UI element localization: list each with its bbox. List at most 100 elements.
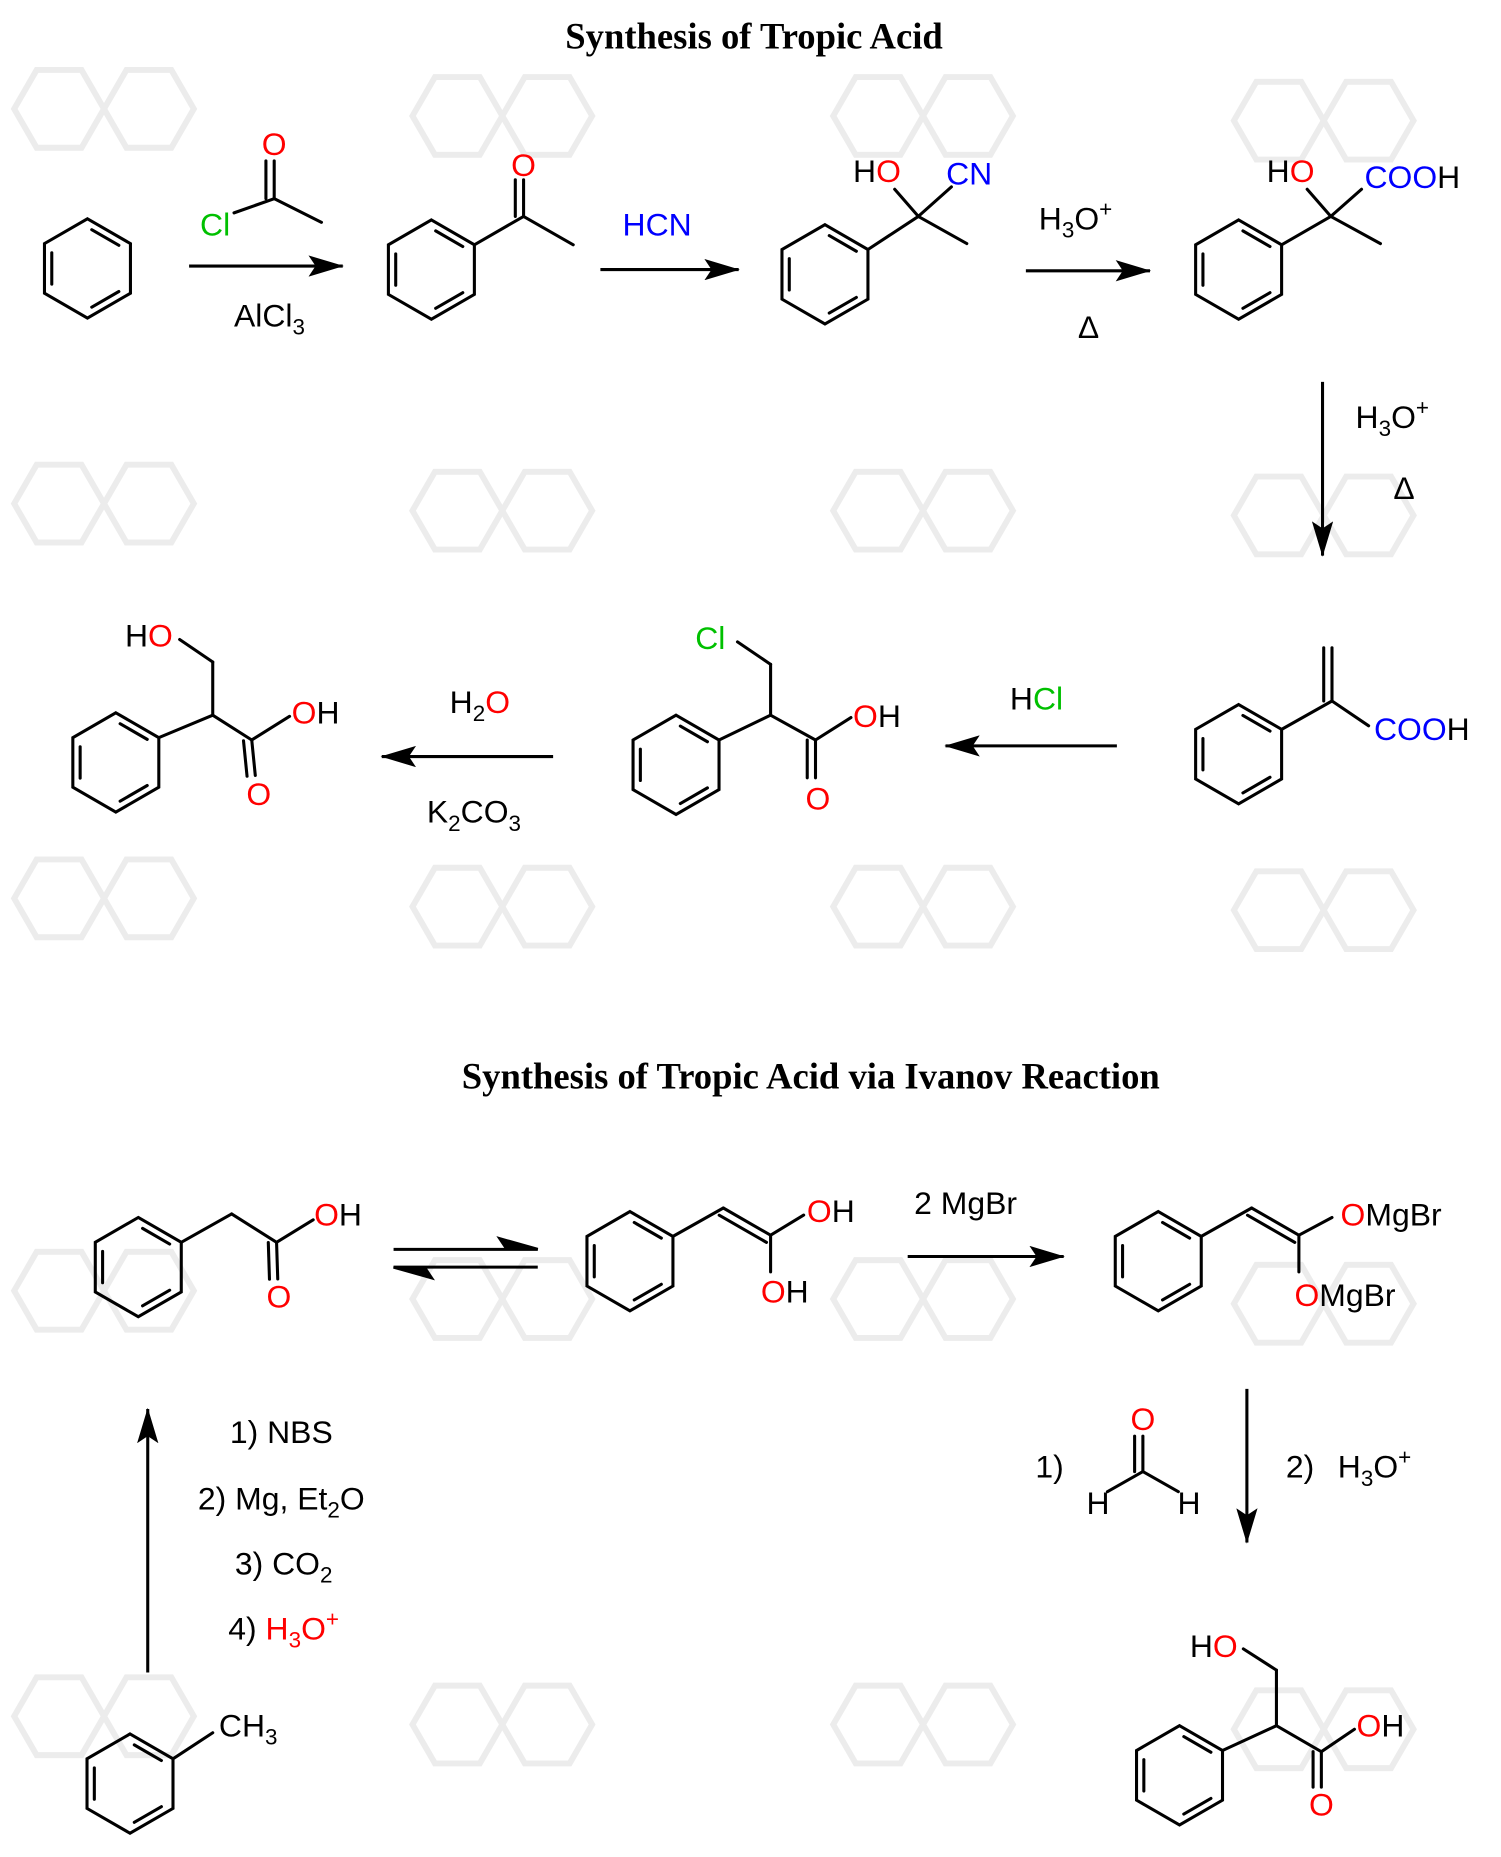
aromatic-bond (118, 722, 149, 741)
double-bond (1250, 1206, 1301, 1237)
cyanohydrin-ring (780, 222, 870, 326)
double-bond (1245, 1213, 1297, 1244)
catalyst-alcl3: AlCl3 (234, 297, 305, 339)
bond (671, 1206, 725, 1238)
chloro-acid-cl: Cl (695, 620, 725, 656)
bond (157, 713, 215, 740)
bond (1297, 1215, 1334, 1237)
double-bond (266, 1241, 272, 1281)
reagent-h3o-2: H3O+ (1356, 395, 1429, 441)
bond (472, 214, 526, 247)
toluene-step-3: 3) CO2 (235, 1545, 333, 1587)
watermark-logo (10, 67, 198, 151)
reagent-hcn: HCN (623, 206, 692, 242)
watermark-logo (829, 1682, 1017, 1767)
watermark-layer (10, 67, 1417, 1772)
watermark-logo (409, 1257, 596, 1341)
chloro-acid-ring (631, 713, 721, 817)
toluene-step-2: 2) Mg, Et2O (198, 1480, 365, 1522)
dianion-omgbr-bottom: OMgBr (1294, 1277, 1395, 1313)
aromatic-bond (141, 1288, 172, 1308)
bond (1305, 187, 1333, 218)
aromatic-bond (118, 783, 149, 803)
watermark-logo (409, 74, 596, 158)
double-bond (721, 1206, 773, 1237)
double-bond (241, 739, 249, 778)
atropic-acid-cooh: COOH (1374, 711, 1470, 747)
heat-symbol-2: Δ (1393, 470, 1414, 506)
aromatic-bond (678, 724, 709, 744)
bond (1274, 1724, 1323, 1754)
acetyl-chloride-chlorine: Cl (200, 206, 230, 242)
equilibrium-reverse-arrow (393, 1265, 538, 1281)
enediol-ring (585, 1209, 675, 1313)
dianion-omgbr-top: OMgBr (1341, 1197, 1442, 1233)
reagent-h3o-3: H3O+ (1338, 1444, 1411, 1490)
aromatic-bond (1241, 775, 1272, 795)
bond (1329, 187, 1364, 218)
bond (1329, 214, 1382, 246)
chloro-acid-oh: OH (853, 698, 901, 734)
watermark-logo (409, 1682, 596, 1767)
atropic-acid-ring (1194, 702, 1284, 806)
watermark-logo (409, 468, 596, 553)
step-number-1: 1) (1035, 1448, 1063, 1484)
bond (1319, 1727, 1356, 1754)
reagent-hcl: HCl (1010, 680, 1063, 716)
watermark-logo (10, 1248, 198, 1333)
bond (178, 637, 215, 664)
bond (893, 187, 920, 218)
bond (250, 714, 292, 742)
hydroxy-acid-ring (1194, 218, 1284, 322)
aromatic-bond (827, 295, 858, 315)
bond (1330, 699, 1371, 728)
product-oh: OH (1357, 1707, 1405, 1743)
toluene-step-4: 4) H3O+ (228, 1606, 339, 1652)
bond (171, 1731, 215, 1761)
benzene (42, 217, 132, 320)
bond (813, 715, 853, 742)
tropic-acid-ho: HO (125, 618, 173, 654)
product-o: O (1309, 1787, 1334, 1823)
bond (735, 640, 773, 666)
formaldehyde-h1: H (1086, 1485, 1109, 1521)
watermark-logo (1230, 78, 1417, 163)
bond-layer (42, 159, 1382, 1836)
aromatic-bond (1182, 1735, 1213, 1754)
toluene-ch3: CH3 (219, 1707, 278, 1749)
bond (179, 1212, 234, 1244)
reagent-h2o: H2O (450, 684, 510, 726)
heat-symbol-1: Δ (1078, 309, 1099, 345)
watermark-logo (10, 461, 198, 546)
bond (1141, 1470, 1180, 1494)
bond (1280, 699, 1334, 731)
aromatic-bond (827, 234, 858, 253)
phenylacetic-oh: OH (314, 1197, 362, 1233)
step-number-2: 2) (1286, 1448, 1314, 1484)
hydroxy-acid-ho: HO (1267, 153, 1315, 189)
bond (916, 214, 969, 246)
aromatic-bond (678, 786, 709, 806)
acetyl-chloride-oxygen: O (262, 126, 287, 162)
enediol-oh-bottom: OH (761, 1274, 809, 1310)
watermark-logo (829, 1257, 1017, 1341)
hydroxy-acid-cooh: COOH (1364, 159, 1460, 195)
bond (1241, 1647, 1278, 1672)
cyanohydrin-cn: CN (946, 156, 992, 192)
watermark-logo (829, 864, 1017, 949)
bond (866, 214, 920, 252)
enediol-oh-top: OH (807, 1193, 855, 1229)
aromatic-bond (1241, 713, 1272, 733)
bond (230, 1212, 279, 1244)
dianion-ring (1113, 1209, 1203, 1313)
watermark-logo (1230, 1261, 1417, 1346)
reagent-2-mgbr: 2 MgBr (914, 1185, 1017, 1221)
bond (717, 713, 773, 742)
aromatic-bond (1160, 1282, 1192, 1302)
reagent-h3o-1: H3O+ (1039, 196, 1112, 242)
aromatic-bond (132, 1805, 163, 1824)
bond (1280, 214, 1333, 247)
title-bottom: Synthesis of Tropic Acid via Ivanov Reac… (462, 1056, 1160, 1097)
aromatic-bond (1241, 229, 1272, 249)
bond (232, 197, 276, 215)
